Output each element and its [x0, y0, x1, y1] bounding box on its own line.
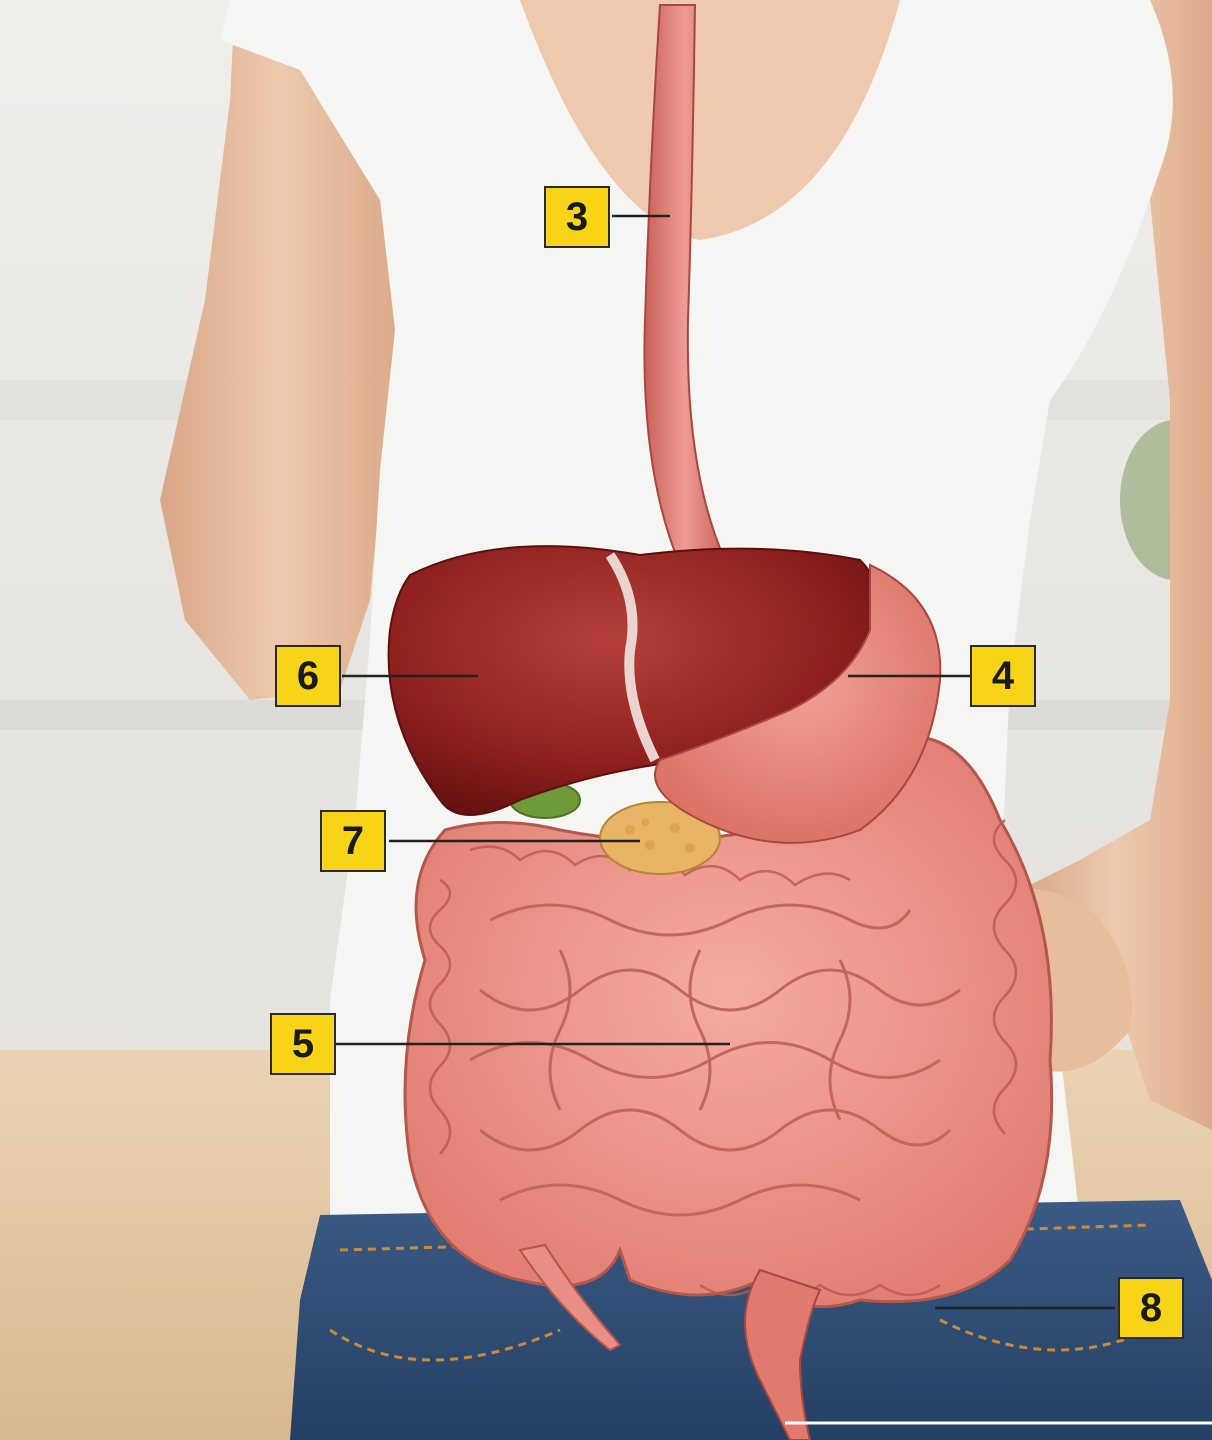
label-7: 7 [320, 810, 386, 872]
label-8: 8 [1118, 1277, 1184, 1339]
label-6: 6 [275, 645, 341, 707]
label-6-text: 6 [297, 654, 319, 699]
label-8-text: 8 [1140, 1286, 1162, 1331]
label-5-text: 5 [292, 1022, 314, 1067]
label-3-text: 3 [566, 195, 588, 240]
label-4: 4 [970, 645, 1036, 707]
label-7-text: 7 [342, 819, 364, 864]
label-5: 5 [270, 1013, 336, 1075]
label-4-text: 4 [992, 654, 1014, 699]
label-3: 3 [544, 186, 610, 248]
